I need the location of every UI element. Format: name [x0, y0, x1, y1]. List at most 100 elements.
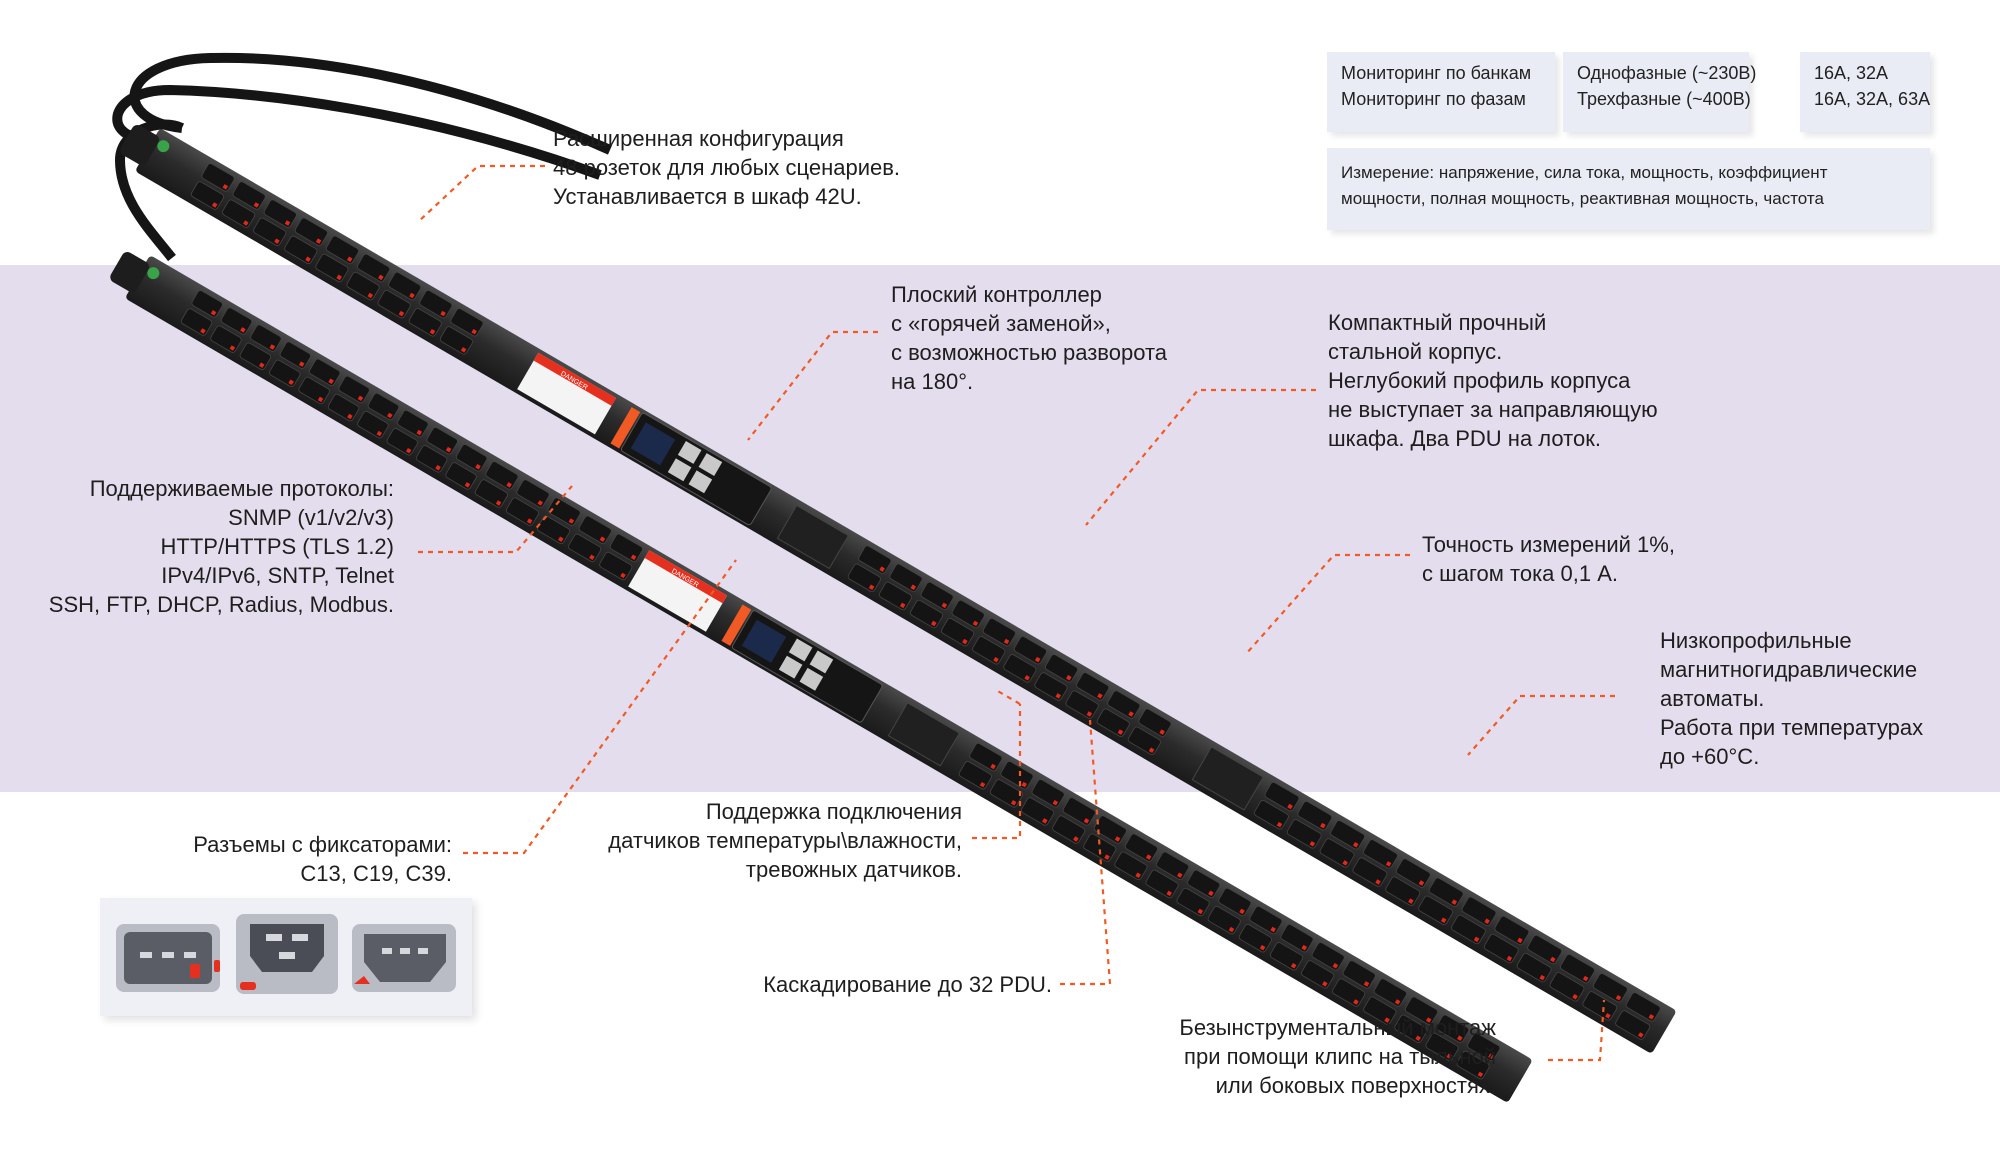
outlet-latch [1239, 908, 1245, 915]
outlet [989, 779, 1023, 808]
controller-orange-strip [721, 604, 752, 646]
callout-housing: Компактный прочный стальной корпус. Негл… [1328, 308, 1658, 453]
outlet [1297, 801, 1333, 831]
callout-line: Разъемы с фиксаторами: [193, 832, 452, 857]
danger-label-header [533, 352, 617, 406]
outlet [426, 427, 458, 455]
outlet [1156, 851, 1190, 880]
danger-label-header [644, 550, 728, 604]
outlet [1615, 1010, 1651, 1040]
outlet [455, 444, 488, 472]
outlet-latch [1353, 999, 1359, 1005]
outlet [1207, 905, 1241, 935]
callout-line: HTTP/HTTPS (TLS 1.2) [160, 534, 394, 559]
outlet-latch [990, 763, 996, 770]
callout-controller: Плоский контроллер с «горячей заменой», … [891, 280, 1167, 396]
outlet-latch [1440, 917, 1447, 923]
outlet-latch [200, 328, 206, 334]
outlet-latch [429, 328, 436, 335]
leader-mounting [1548, 999, 1606, 1062]
outlet-latch [284, 220, 291, 226]
outlet-latch [1615, 994, 1622, 1001]
outlet [1363, 996, 1397, 1025]
outlet [1549, 972, 1585, 1002]
outlet-latch [630, 554, 637, 561]
c13-connector-icon [116, 924, 220, 992]
outlet [250, 324, 282, 352]
breaker-block [1191, 746, 1264, 811]
outlet-latch [229, 345, 236, 351]
outlet [327, 393, 360, 422]
outlet-latch [387, 412, 393, 419]
outlet [1286, 819, 1322, 849]
outlet [889, 563, 923, 592]
outlet-latch [1166, 890, 1172, 897]
outlet-latch [993, 656, 999, 663]
controller-orange-strip [610, 407, 641, 449]
outlet-latch [259, 362, 265, 368]
outlet [1003, 654, 1037, 683]
outlet [419, 289, 453, 319]
outlet [284, 235, 318, 265]
callout-line: Поддержка подключения [705, 799, 962, 824]
leader-breakers [1467, 694, 1615, 756]
info-measurement-line: мощности, полная мощность, реактивная мо… [1341, 189, 1824, 208]
outlet-latch [1394, 999, 1401, 1005]
outlet [298, 376, 330, 405]
outlet [388, 271, 422, 301]
outlet [1425, 1032, 1459, 1062]
ethernet-port [688, 470, 713, 494]
callout-line: Устанавливается в шкаф 42U. [553, 184, 862, 209]
outlet-latch [1301, 944, 1307, 951]
leader-housing [1085, 388, 1316, 526]
outlet-latch [398, 310, 405, 317]
callout-line: Плоский контроллер [891, 282, 1102, 307]
outlet-latch [1418, 880, 1425, 886]
callout-accuracy: Точность измерений 1%, с шагом тока 0,1 … [1422, 530, 1675, 588]
outlet-latch [941, 602, 948, 609]
info-box-monitoring: Мониторинг по банкам Мониторинг по фазам [1327, 52, 1555, 132]
callout-line: Работа при температурах [1660, 715, 1924, 740]
outlet-latch [222, 184, 229, 190]
outlet [485, 461, 519, 490]
callout-cascade: Каскадирование до 32 PDU. [763, 970, 1052, 999]
outlet-latch [589, 554, 595, 561]
outlet [408, 308, 442, 337]
outlet-latch [537, 500, 543, 506]
outlet-group [180, 290, 1501, 1080]
outlet-latch [879, 566, 885, 572]
outlet [294, 217, 328, 246]
callout-sensors: Поддержка подключения датчиков температу… [608, 797, 962, 884]
outlet-latch [1034, 656, 1041, 663]
outlet [346, 271, 380, 301]
info-box-phases: Однофазные (~230В) Трехфазные (~400В) [1563, 52, 1756, 132]
outlet [1428, 877, 1464, 907]
outlet [1456, 1050, 1490, 1080]
outlet [910, 599, 944, 629]
outlet [210, 325, 242, 353]
callout-line: не выступает за направляющую [1328, 397, 1658, 422]
outlet [1218, 887, 1252, 917]
outlet-latch [1446, 1053, 1453, 1060]
outlet-latch [435, 465, 441, 471]
outlet [220, 307, 253, 335]
outlet-latch [1477, 1071, 1484, 1078]
callout-line: стальной корпус. [1328, 339, 1503, 364]
outlet-latch [315, 238, 322, 244]
outlet-latch [558, 536, 564, 542]
info-box-measurement: Измерение: напряжение, сила тока, мощнос… [1327, 148, 1930, 230]
outlet [1083, 833, 1117, 862]
outlet [1301, 960, 1335, 989]
outlet [1021, 797, 1055, 826]
outlet [1527, 934, 1563, 965]
callout-line: IPv4/IPv6, SNTP, Telnet [161, 563, 394, 588]
outlet-latch [1539, 974, 1545, 981]
outlet-latch [243, 220, 249, 226]
danger-label [628, 550, 728, 632]
power-cable [112, 84, 602, 180]
outlet-latch [1517, 937, 1523, 944]
outlet [1013, 636, 1047, 665]
outlet-latch [1385, 861, 1392, 867]
outlet-latch [211, 202, 218, 208]
